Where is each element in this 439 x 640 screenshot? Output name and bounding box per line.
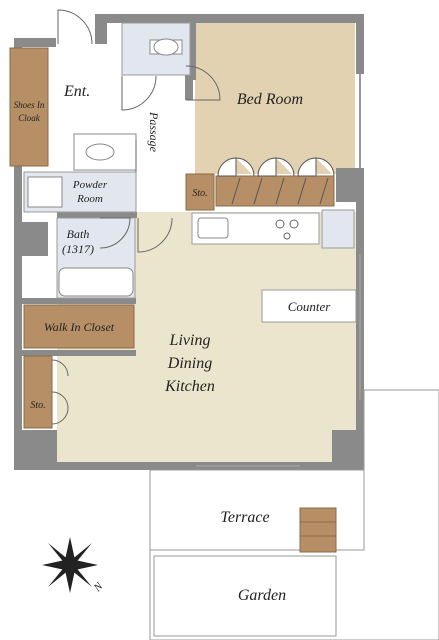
label-dining: Dining [167,355,212,372]
bedroom-closet-doors [217,157,335,205]
compass-diagonal [48,565,70,587]
wall-bottom-left [14,430,57,466]
closet-shelf-line [275,177,285,205]
label-bath-1: Bath [67,227,90,241]
closet-door-arc [235,157,255,177]
label-powder-room-1: Powder [72,179,108,191]
kitchen-sink [197,217,229,239]
wall-toilet-right [190,22,196,80]
outdoor-areas [149,389,439,640]
label-shoes-in-cloak-2: Cloak [18,113,41,123]
compass-point [70,560,98,570]
label-bath-2: (1317) [62,242,94,256]
closet-shelf-line [253,177,263,205]
ldk-door-swing [137,217,173,253]
garden-inner [153,555,337,637]
door-swings [51,9,221,425]
wall-ent-top [95,14,107,44]
wall-left-block [14,222,48,256]
wall-closet-bottom [22,350,136,356]
washer-pan [27,176,63,208]
bath-door-swing [99,217,131,249]
label-walk-in-closet: Walk In Closet [44,320,115,334]
shoes-cloak-storage [9,47,49,167]
upper-sto-storage [185,173,215,211]
wall-bath-bottom [22,298,136,304]
bed-closet-storage [215,175,335,207]
label-powder-room-2: Room [76,193,103,205]
lower-sto-storage [23,355,53,429]
washbasin [85,143,115,161]
bathtub [58,267,134,297]
wall-right-col-lower [332,430,364,466]
compass-diagonal [70,543,92,565]
label-counter: Counter [288,299,332,314]
label-garden: Garden [238,587,286,604]
wall-top-left [14,38,56,47]
label-terrace: Terrace [220,509,269,526]
terrace-steps [299,507,337,553]
hob-burner-1 [275,219,285,229]
label-sto-lower: Sto. [30,400,45,411]
compass-rose [42,537,98,593]
compass-point [65,565,75,593]
compass-point [42,560,70,570]
closet-door-arc [315,157,335,177]
closet-shelf-line [319,177,329,205]
label-sto-upper: Sto. [192,188,207,199]
garden-area [149,389,439,640]
compass-point [65,537,75,565]
wall-bath-top [57,212,137,218]
hob-burner-2 [289,219,299,229]
sto-door-swing [51,359,69,377]
label-bed-room: Bed Room [237,91,303,108]
toilet-bowl [153,38,179,56]
entrance-door-swing [57,9,93,45]
wall-top [105,14,364,23]
label-living: Living [169,332,211,349]
bedroom-door-swing [185,65,221,101]
hob-burner-3 [283,232,291,240]
label-compass-north: N [91,580,106,595]
label-passage: Passage [147,111,161,153]
compass-diagonal [48,543,70,565]
sto-door-swing [51,391,69,409]
wall-right-col [336,168,364,202]
label-kitchen: Kitchen [164,378,215,395]
toilet-door-swing [121,75,157,111]
walk-in-closet-storage [23,304,135,349]
label-shoes-in-cloak-1: Shoes In [14,100,45,110]
bedroom-floor [195,22,355,174]
wall-bottom [14,462,364,470]
sto-door-swing [51,407,69,425]
label-ent: Ent. [63,83,90,100]
counter-box [261,289,357,323]
windows [196,74,361,467]
compass-diagonal [70,565,92,587]
fridge-space [321,209,355,249]
wet-areas [23,22,299,299]
closet-shelf-line [297,177,307,205]
wall-right-bed [356,14,364,74]
closet-shelf-line [231,177,241,205]
closet-door-arc [275,157,295,177]
